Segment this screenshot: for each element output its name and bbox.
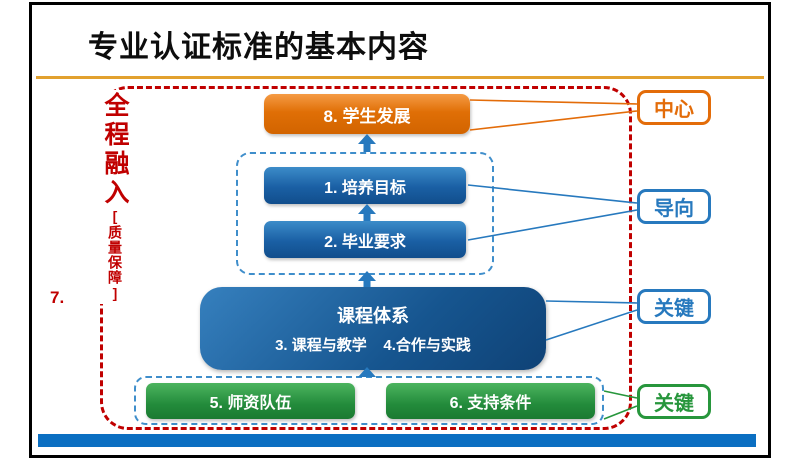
- item-number-7: 7.: [50, 288, 65, 307]
- label-key-upper: 关键: [637, 289, 711, 324]
- curriculum-title: 课程体系: [337, 306, 409, 326]
- vertical-label-main: 全程融入: [101, 92, 129, 208]
- title-divider: [36, 76, 764, 79]
- label-key-lower: 关键: [637, 384, 711, 419]
- vertical-label: 全程融入[质量保障]: [97, 90, 133, 304]
- vertical-label-bracket: [质量保障]: [107, 208, 123, 302]
- curriculum-box: 课程体系 3. 课程与教学 4.合作与实践: [200, 287, 546, 370]
- training-objectives-box: 1. 培养目标: [264, 167, 466, 204]
- support-box: 6. 支持条件: [386, 383, 595, 419]
- page-title: 专业认证标准的基本内容: [88, 31, 429, 64]
- label-orientation: 导向: [637, 189, 711, 224]
- graduation-requirements-box: 2. 毕业要求: [264, 221, 466, 258]
- student-development-box: 8. 学生发展: [264, 94, 470, 134]
- faculty-box: 5. 师资队伍: [146, 383, 355, 419]
- key-group-frame: [134, 376, 604, 425]
- label-center: 中心: [637, 90, 711, 125]
- bottom-bar: [38, 434, 756, 447]
- curriculum-items: 3. 课程与教学 4.合作与实践: [275, 337, 471, 354]
